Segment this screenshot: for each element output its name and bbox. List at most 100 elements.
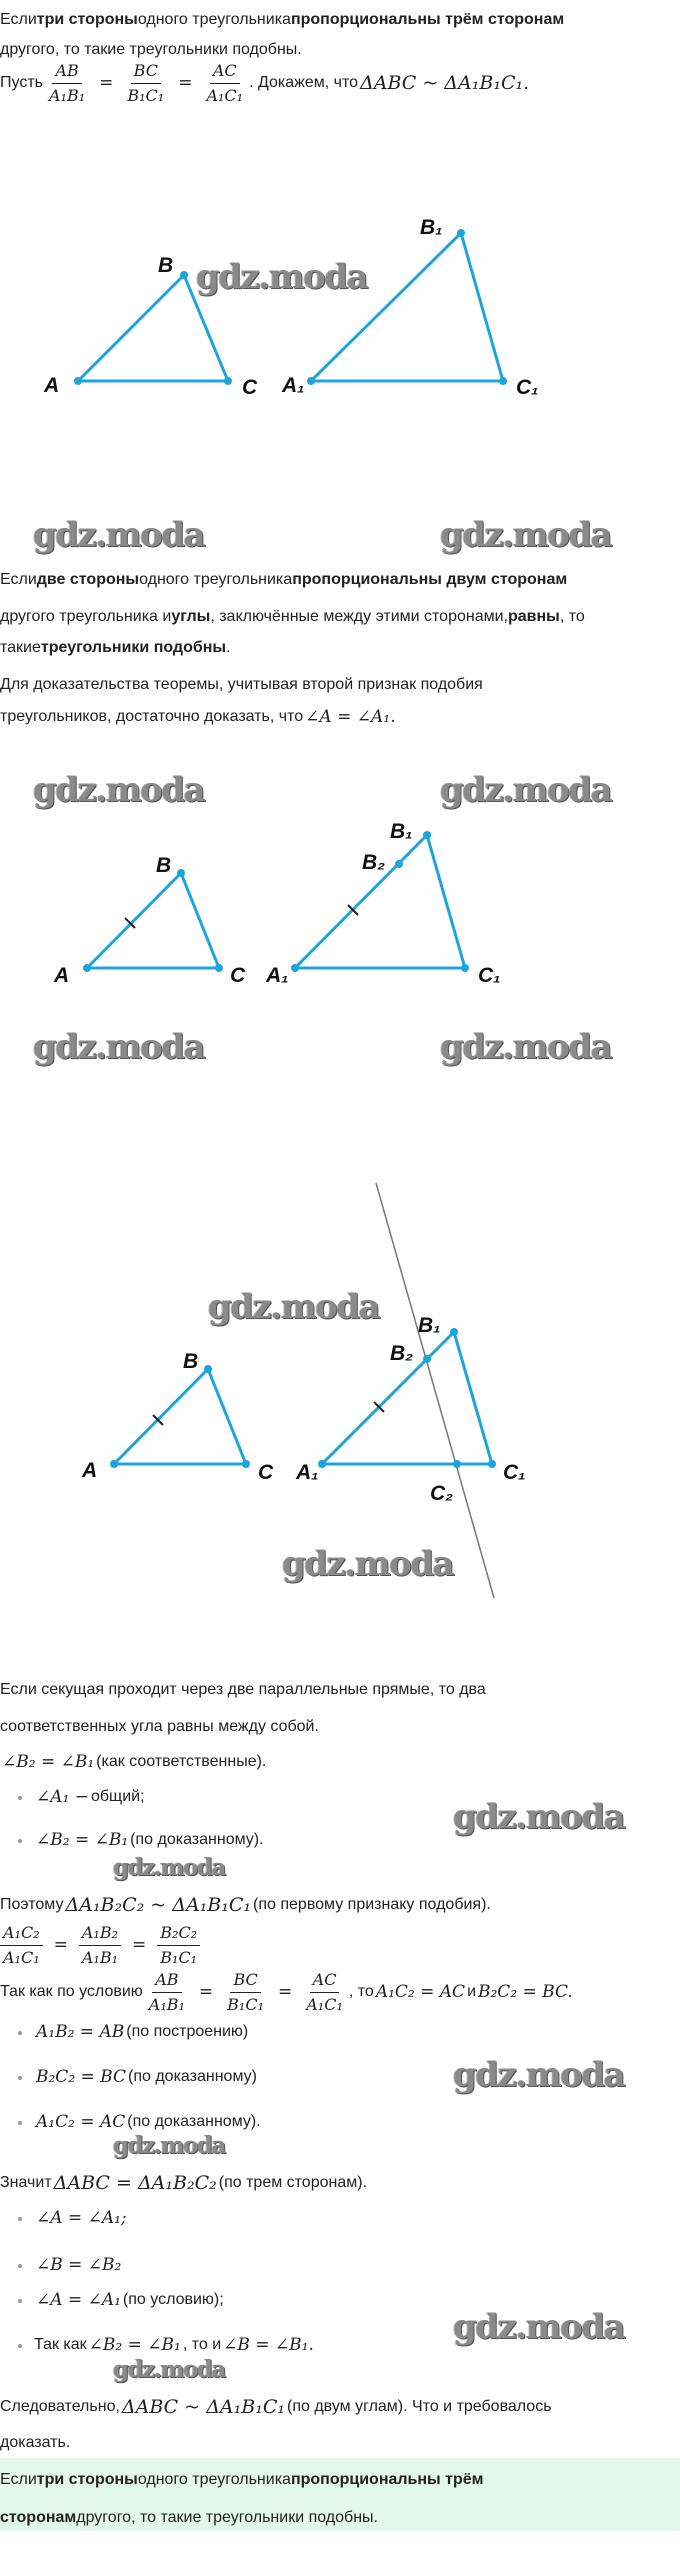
point-label: C bbox=[258, 1461, 274, 1484]
bold-text: пропорциональны двум сторонам bbox=[292, 571, 568, 588]
math-expression: ∠A = ∠A₁ bbox=[36, 2290, 121, 2310]
text: (по первому признаку подобия). bbox=[253, 1896, 491, 1913]
text: (как соответственные). bbox=[96, 1753, 267, 1770]
watermark: gdz.moda bbox=[440, 515, 613, 555]
equal-tick-mark bbox=[373, 1401, 385, 1413]
bullet bbox=[18, 2264, 22, 2268]
text: Значит bbox=[0, 2174, 52, 2191]
figure-triangles-with-secant: A B C A₁ B₂ B₁ C₂ C₁ bbox=[81, 1182, 526, 1599]
math-expression: ∠A₁ − bbox=[36, 1787, 89, 1807]
point-label: C₂ bbox=[430, 1482, 453, 1505]
point bbox=[395, 860, 403, 868]
text: общий; bbox=[90, 1788, 145, 1805]
denominator: B₁C₁ bbox=[227, 1994, 264, 2014]
theorem-statement-line: Если две стороны одного треугольника про… bbox=[0, 569, 567, 591]
watermark: gdz.moda bbox=[440, 1027, 613, 1067]
watermark: gdz.moda bbox=[208, 1287, 381, 1327]
bold-text: три стороны bbox=[36, 2471, 138, 2488]
point-label: C bbox=[242, 376, 258, 399]
denominator: A₁B₁ bbox=[81, 1947, 119, 1967]
point-label: B₂ bbox=[362, 851, 385, 874]
bullet bbox=[18, 2121, 22, 2125]
point bbox=[499, 377, 507, 385]
text: (по доказанному). bbox=[127, 2113, 261, 2130]
text: Следовательно, bbox=[0, 2398, 120, 2415]
point-label: C₁ bbox=[503, 1461, 526, 1484]
text: другого, то такие треугольники подобны. bbox=[0, 41, 302, 58]
point-label: A bbox=[53, 964, 69, 987]
math-expression: A₁B₂ = AB bbox=[36, 2022, 125, 2042]
text: одного треугольника bbox=[139, 571, 293, 588]
list-item: ∠B₂ = ∠B₁(по доказанному). bbox=[34, 1829, 264, 1851]
point bbox=[291, 964, 299, 972]
watermark: gdz.moda bbox=[282, 1544, 455, 1584]
triangle-abc bbox=[83, 870, 222, 970]
text: одного треугольника bbox=[137, 11, 291, 28]
point bbox=[83, 964, 91, 972]
theorem-statement-line: такие треугольники подобны. bbox=[0, 637, 231, 659]
text: Так как bbox=[34, 2336, 87, 2353]
watermark: gdz.moda bbox=[33, 1027, 206, 1067]
bold-text: две стороны bbox=[36, 571, 140, 588]
text: Если секущая проходит через две параллел… bbox=[0, 1681, 486, 1698]
watermark: gdz.moda bbox=[440, 770, 613, 810]
list-item: A₁C₂ = AC (по доказанному). bbox=[34, 2111, 261, 2133]
watermark: gdz.moda bbox=[453, 2055, 626, 2095]
watermark: gdz.moda bbox=[113, 1854, 226, 1881]
text: , то bbox=[559, 608, 585, 625]
list-item: B₂C₂ = BC (по доказанному) bbox=[34, 2066, 257, 2088]
equals-sign: = bbox=[178, 73, 193, 93]
text: другого, то такие треугольники подобны. bbox=[76, 2509, 378, 2526]
watermark: gdz.moda bbox=[33, 770, 206, 810]
bullet bbox=[18, 2076, 22, 2080]
denominator: B₁C₁ bbox=[160, 1947, 198, 1967]
point-label: A bbox=[81, 1459, 97, 1482]
point bbox=[224, 377, 232, 385]
point-label: A bbox=[43, 374, 59, 397]
denominator: A₁C₁ bbox=[206, 85, 244, 105]
text: . Докажем, что bbox=[249, 74, 359, 91]
theorem-statement-line: Если три стороны одного треугольника про… bbox=[0, 9, 564, 31]
bullet bbox=[18, 1796, 22, 1800]
point bbox=[242, 1460, 250, 1468]
equals-sign: = bbox=[198, 1982, 214, 2002]
theorem-statement-line: другого треугольника и углы, заключённые… bbox=[0, 606, 585, 628]
bullet bbox=[18, 2344, 22, 2348]
point bbox=[457, 229, 465, 237]
text: , то bbox=[348, 1983, 374, 2000]
point bbox=[215, 964, 223, 972]
math-expression: ∠A = ∠A₁; bbox=[36, 2208, 127, 2228]
summary-line: Если три стороны одного треугольника про… bbox=[0, 2469, 484, 2491]
secant-line bbox=[375, 1182, 495, 1599]
point-label: B bbox=[183, 1350, 198, 1373]
bullet bbox=[18, 2299, 22, 2303]
numerator: B₂C₂ bbox=[157, 1921, 201, 1946]
proof-line: Для доказательства теоремы, учитывая вто… bbox=[0, 674, 483, 696]
bold-text: три стороны bbox=[36, 11, 138, 28]
numerator: A₁C₂ bbox=[0, 1921, 43, 1946]
numerator: BC bbox=[230, 1968, 261, 1993]
text: (по двум углам). Что и требовалось bbox=[287, 2398, 552, 2415]
bold-text: пропорциональны трём сторонам bbox=[290, 11, 565, 28]
point bbox=[453, 1460, 461, 1468]
text: , заключённые между этими сторонами, bbox=[210, 608, 508, 625]
point bbox=[488, 1460, 496, 1468]
text: , то и bbox=[182, 2336, 222, 2353]
proof-line: треугольников, достаточно доказать, что … bbox=[0, 706, 397, 728]
math-expression: A₁C₂ = AC bbox=[375, 1982, 466, 2002]
text: . bbox=[226, 639, 231, 656]
denominator: A₁B₁ bbox=[48, 85, 86, 105]
equals-sign: = bbox=[53, 1935, 68, 1955]
triangle-abc bbox=[74, 272, 231, 383]
math-expression: ∠B = ∠B₁. bbox=[223, 2335, 314, 2355]
math-expression: ∠A = ∠A₁. bbox=[305, 707, 396, 727]
point-label: A₁ bbox=[265, 964, 289, 987]
math-expression: ΔABC ~ ΔA₁B₁C₁ bbox=[121, 2396, 285, 2418]
numerator: AC bbox=[209, 59, 240, 84]
point bbox=[204, 1365, 212, 1373]
conclusion-line: доказать. bbox=[0, 2432, 70, 2454]
